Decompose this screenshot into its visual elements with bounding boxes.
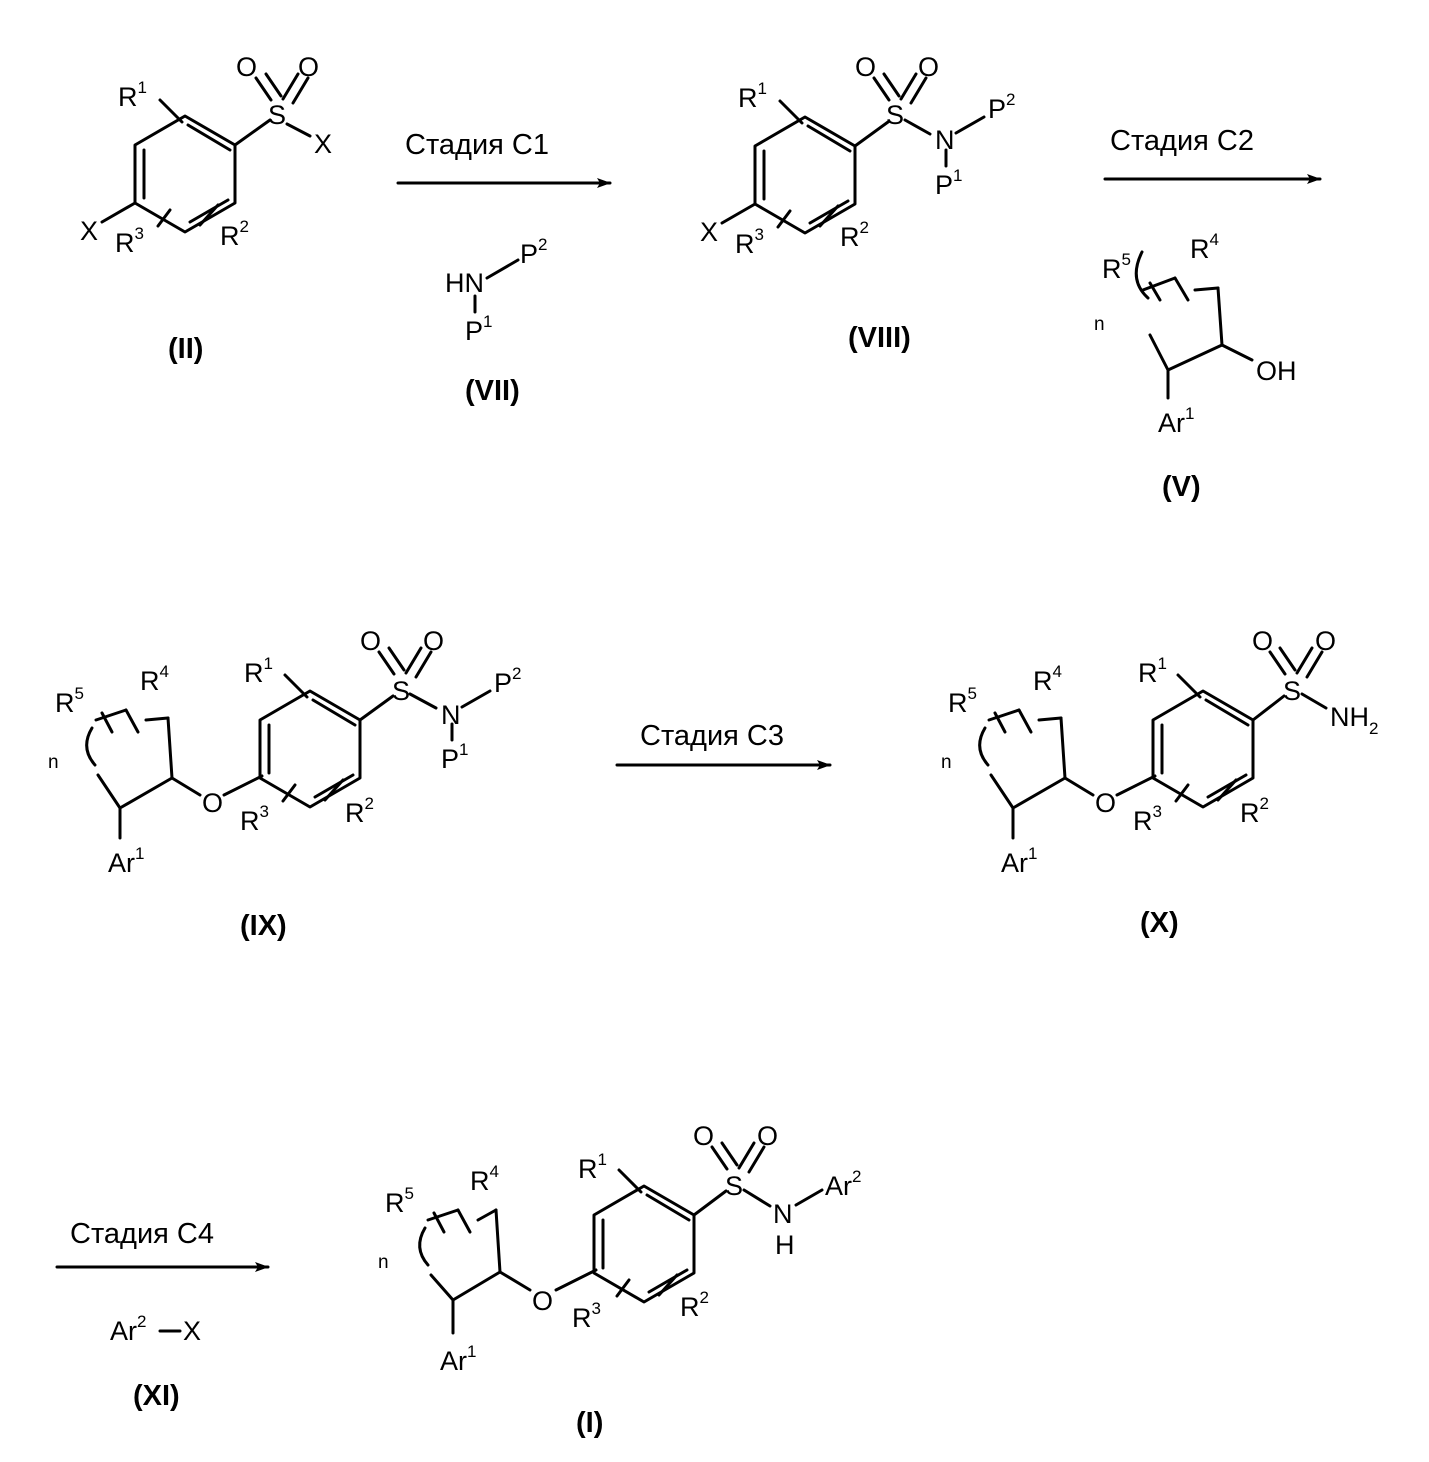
compound-label-I: (I) <box>576 1407 603 1439</box>
atom-P1-IX: P1 <box>441 740 468 774</box>
compound-V-structure <box>1134 250 1254 400</box>
atom-P2-IX: P2 <box>494 664 521 698</box>
atom-S-I: S <box>725 1171 743 1201</box>
compound-X-structure <box>978 646 1328 840</box>
atom-O-VIII-b: O <box>918 52 939 82</box>
compound-I-structure <box>418 1141 824 1335</box>
atom-X-II-sulfonyl: X <box>314 129 332 159</box>
atom-R4-I: R4 <box>470 1162 499 1196</box>
atom-R1-II: R1 <box>118 78 147 112</box>
atom-O-II-a: O <box>236 52 257 82</box>
atom-R3-II: R3 <box>115 224 144 258</box>
atom-P2-VIII: P2 <box>988 90 1015 124</box>
stage-c4-label: Стадия С4 <box>70 1218 214 1250</box>
atom-Ar1-I: Ar1 <box>440 1342 476 1376</box>
atom-P1-VII: P1 <box>465 312 492 346</box>
compound-VIII-structure <box>720 72 986 235</box>
atom-R5-X: R5 <box>948 684 977 718</box>
atom-R5-IX: R5 <box>55 684 84 718</box>
index-n-I: n <box>378 1252 389 1273</box>
atom-R5-V: R5 <box>1102 250 1131 284</box>
atom-R1-I: R1 <box>578 1150 607 1184</box>
atom-Ar1-IX: Ar1 <box>108 844 144 878</box>
atom-R5-I: R5 <box>385 1184 414 1218</box>
atom-O-X-a: O <box>1252 626 1273 656</box>
atom-P1-VIII: P1 <box>935 166 962 200</box>
stage-c3-label: Стадия С3 <box>640 720 784 752</box>
index-n-V: n <box>1094 314 1105 335</box>
atom-R2-IX: R2 <box>345 794 374 828</box>
atom-Ar2-I: Ar2 <box>825 1167 861 1201</box>
atom-R2-II: R2 <box>220 217 249 251</box>
atom-R1-VIII: R1 <box>738 79 767 113</box>
atom-O-X-ether: O <box>1095 788 1116 818</box>
atom-P2-VII: P2 <box>520 235 547 269</box>
index-n-IX: n <box>48 752 59 773</box>
atom-N-VIII: N <box>935 125 955 155</box>
compound-label-XI: (XI) <box>133 1380 180 1412</box>
atom-R3-VIII: R3 <box>735 225 764 259</box>
compound-label-X: (X) <box>1140 907 1179 939</box>
atom-S-II: S <box>268 100 286 130</box>
atom-R2-I: R2 <box>680 1288 709 1322</box>
atom-X-II-ring: X <box>80 216 98 246</box>
atom-O-IX-a: O <box>360 626 381 656</box>
atom-NH2-X: NH2 <box>1330 702 1378 738</box>
atom-S-IX: S <box>392 676 410 706</box>
index-n-X: n <box>941 752 952 773</box>
atom-OH-V: OH <box>1256 356 1297 386</box>
atom-O-II-b: O <box>298 52 319 82</box>
compound-label-IX: (IX) <box>240 910 287 942</box>
atom-Ar1-X: Ar1 <box>1001 844 1037 878</box>
atom-O-X-b: O <box>1315 626 1336 656</box>
atom-R2-X: R2 <box>1240 794 1269 828</box>
atom-R2-VIII: R2 <box>840 218 869 252</box>
atom-H-I: H <box>775 1230 795 1260</box>
atom-O-I-b: O <box>757 1121 778 1151</box>
atom-O-IX-ether: O <box>202 788 223 818</box>
atom-R4-V: R4 <box>1190 230 1219 264</box>
atom-X-XI: X <box>183 1316 201 1346</box>
atom-S-VIII: S <box>886 100 904 130</box>
stage-c2-label: Стадия С2 <box>1110 125 1254 157</box>
atom-O-I-ether: O <box>532 1286 553 1316</box>
atom-N-I: N <box>773 1199 793 1229</box>
stage-c1-label: Стадия С1 <box>405 129 549 161</box>
compound-VII-structure <box>473 258 520 314</box>
atom-R3-X: R3 <box>1133 802 1162 836</box>
atom-N-IX: N <box>441 700 461 730</box>
atom-R3-I: R3 <box>572 1299 601 1333</box>
compound-label-II: (II) <box>168 333 203 365</box>
atom-Ar2-XI: Ar2 <box>110 1312 146 1346</box>
atom-R1-X: R1 <box>1138 654 1167 688</box>
atom-R4-IX: R4 <box>140 662 169 696</box>
atom-R1-IX: R1 <box>244 654 273 688</box>
compound-label-VIII: (VIII) <box>848 322 911 354</box>
atom-O-IX-b: O <box>423 626 444 656</box>
atom-R4-X: R4 <box>1033 662 1062 696</box>
atom-Ar1-V: Ar1 <box>1158 404 1194 438</box>
atom-S-X: S <box>1283 676 1301 706</box>
compound-IX-structure <box>85 646 492 840</box>
atom-O-VIII-a: O <box>855 52 876 82</box>
compound-label-VII: (VII) <box>465 375 520 407</box>
atom-R3-IX: R3 <box>240 802 269 836</box>
atom-O-I-a: O <box>693 1121 714 1151</box>
atom-X-VIII: X <box>700 217 718 247</box>
compound-label-V: (V) <box>1162 471 1201 503</box>
atom-HN-VII: HN <box>445 268 484 298</box>
compound-II-structure <box>100 72 312 234</box>
